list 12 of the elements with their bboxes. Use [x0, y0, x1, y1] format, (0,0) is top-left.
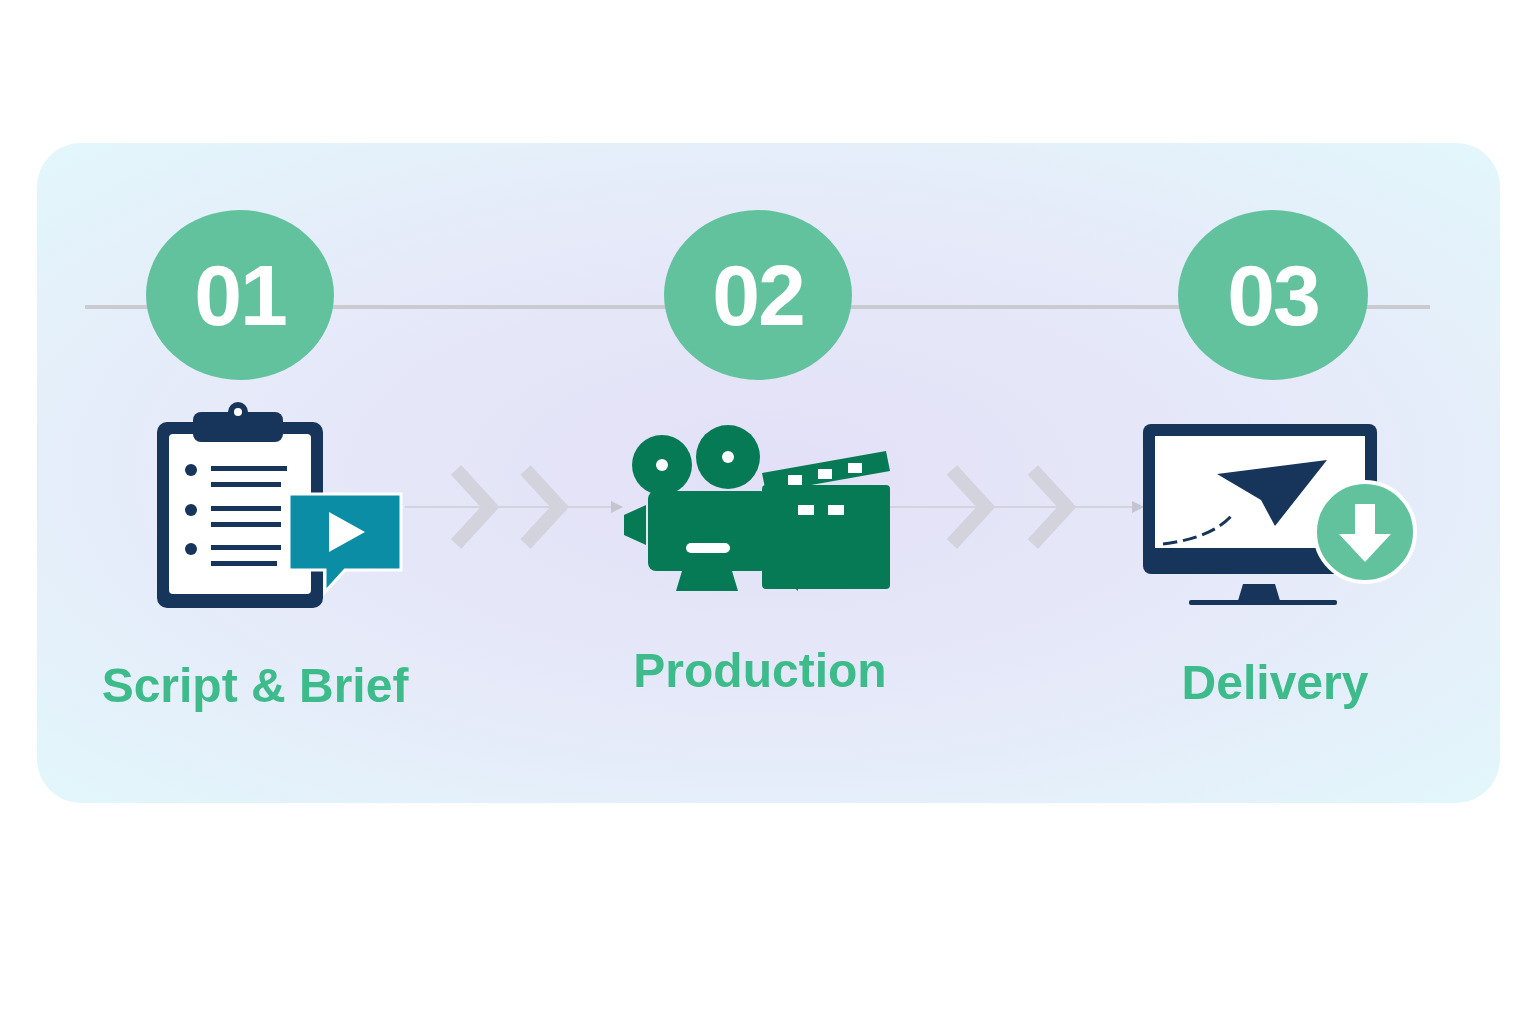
connector-line: [332, 305, 666, 309]
clipboard-icon: [155, 400, 405, 608]
connector-line: [1366, 305, 1430, 309]
step-label: Production: [633, 643, 887, 698]
step-label: Delivery: [1181, 655, 1369, 710]
movie-camera-icon: [622, 425, 890, 593]
monitor-icon: [1143, 422, 1418, 605]
chevron-arrow: [889, 465, 1144, 549]
connector-line: [85, 305, 148, 309]
connector-line: [850, 305, 1180, 309]
chevron-arrow: [404, 465, 623, 549]
step-label: Script & Brief: [101, 658, 409, 713]
